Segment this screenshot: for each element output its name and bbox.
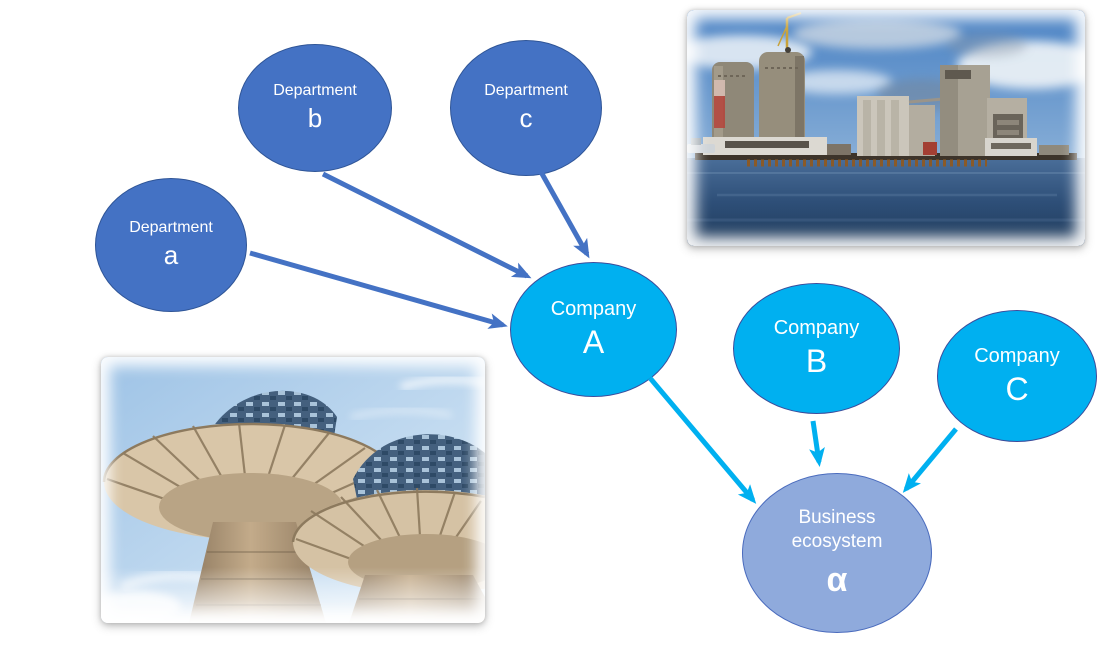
cooling-towers-photo [101,357,485,623]
department-c-letter: c [519,103,533,134]
arrow-company-c-to-ecosystem [902,427,958,493]
company-c-letter: C [1005,370,1029,407]
arrow-company-b-to-ecosystem [809,420,825,467]
ecosystem-label-line2: ecosystem [791,531,883,553]
arrow-department-a-to-company-a [249,250,508,329]
company-b-letter: B [805,343,828,380]
harbor-silos-illustration [687,10,1085,246]
department-a-label: Department [129,218,213,236]
company-a-label: Company [550,298,637,321]
node-business-ecosystem-alpha: Business ecosystem α [742,473,932,633]
arrow-department-b-to-company-a [321,171,532,279]
harbor-silos-photo [687,10,1085,246]
arrow-company-a-to-ecosystem [648,376,757,504]
node-department-b: Department b [238,44,392,172]
company-c-label: Company [974,344,1060,367]
ecosystem-label-line1: Business [798,506,876,528]
node-company-c: Company C [937,310,1097,442]
ecosystem-alpha-symbol: α [826,561,848,600]
node-department-c: Department c [450,40,602,176]
node-company-b: Company B [733,283,900,414]
company-a-letter: A [582,324,605,361]
arrow-department-c-to-company-a [538,170,590,259]
cooling-towers-illustration [101,357,485,623]
department-a-letter: a [163,240,179,271]
node-company-a: Company A [510,262,677,397]
department-b-letter: b [307,103,323,134]
department-c-label: Department [484,81,568,99]
node-department-a: Department a [95,178,247,312]
department-b-label: Department [273,81,357,99]
company-b-label: Company [773,317,860,340]
